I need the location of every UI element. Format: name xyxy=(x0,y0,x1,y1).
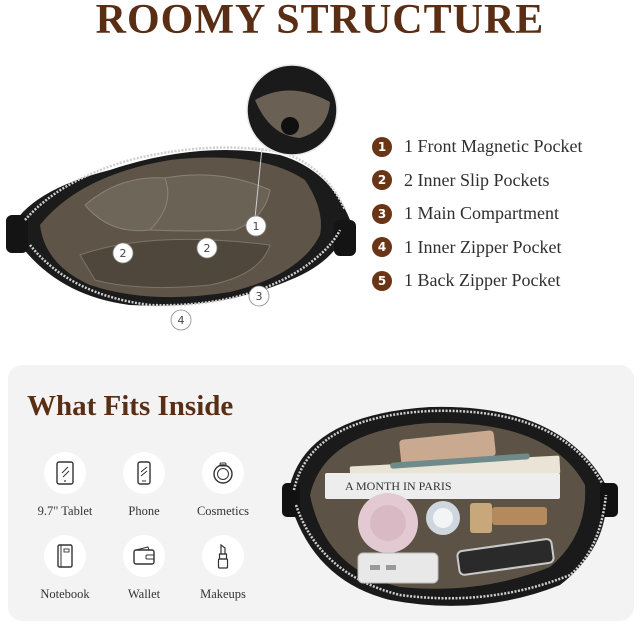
pen-item xyxy=(390,453,530,469)
number-badge: 5 xyxy=(372,270,392,291)
item-grid: 9.7" Tablet Phone Cosmetics xyxy=(24,452,274,602)
phone-icon xyxy=(137,461,151,485)
feature-item: 2 2 Inner Slip Pockets xyxy=(372,164,640,198)
item-icon-circle xyxy=(44,452,86,494)
callout-2b: 2 xyxy=(196,237,218,259)
number-badge: 1 xyxy=(372,136,392,157)
feature-label: 2 Inner Slip Pockets xyxy=(404,169,550,190)
svg-text:2: 2 xyxy=(204,242,211,255)
item-label: Notebook xyxy=(40,587,90,601)
phone-item xyxy=(456,538,555,576)
lipstick-icon xyxy=(217,543,229,569)
item-phone: Phone xyxy=(103,452,185,519)
what-fits-title: What Fits Inside xyxy=(27,390,234,422)
feature-label: 1 Main Compartment xyxy=(404,203,559,224)
book-title: A MONTH IN PARIS xyxy=(345,479,452,493)
compact-mirror-icon xyxy=(213,462,233,484)
callout-1: 1 xyxy=(245,215,267,237)
item-label: Cosmetics xyxy=(196,504,250,518)
svg-text:1: 1 xyxy=(253,220,260,233)
item-label: Phone xyxy=(128,504,160,518)
wallet-icon xyxy=(133,546,155,565)
callout-3: 3 xyxy=(248,285,270,307)
bottom-zipper xyxy=(294,494,608,600)
bag-interior-illustration: 1 2 2 3 4 5 xyxy=(6,64,356,331)
bag-contents-illustration: A MONTH IN PARIS xyxy=(282,406,618,606)
callout-4: 4 xyxy=(170,309,192,331)
feature-label: 1 Inner Zipper Pocket xyxy=(404,236,562,257)
feature-label: 1 Front Magnetic Pocket xyxy=(404,136,583,157)
number-badge: 3 xyxy=(372,203,392,224)
feature-list: 1 1 Front Magnetic Pocket 2 2 Inner Slip… xyxy=(372,130,640,298)
item-makeups: Makeups xyxy=(182,535,264,602)
headline: ROOMY STRUCTURE xyxy=(95,0,545,43)
item-label: 9.7" Tablet xyxy=(37,504,93,518)
item-label: Wallet xyxy=(127,587,161,601)
book-item xyxy=(325,473,560,499)
number-badge: 2 xyxy=(372,170,392,191)
item-icon-circle xyxy=(123,535,165,577)
svg-text:2: 2 xyxy=(120,247,127,260)
bag-strap-left xyxy=(282,483,300,517)
svg-text:4: 4 xyxy=(178,314,185,327)
item-icon-circle xyxy=(44,535,86,577)
slip-pocket-right xyxy=(148,174,271,232)
feature-label: 1 Back Zipper Pocket xyxy=(404,270,561,291)
svg-text:3: 3 xyxy=(256,290,263,303)
item-tablet: 9.7" Tablet xyxy=(24,452,106,519)
feature-item: 4 1 Inner Zipper Pocket xyxy=(372,231,640,265)
item-icon-circle xyxy=(202,535,244,577)
bottom-zipper xyxy=(29,229,342,307)
item-icon-circle xyxy=(123,452,165,494)
tablet-icon xyxy=(56,461,74,485)
power-bank-item xyxy=(357,552,439,584)
feature-item: 5 1 Back Zipper Pocket xyxy=(372,264,640,298)
item-wallet: Wallet xyxy=(103,535,185,602)
zoom-lining xyxy=(255,90,330,138)
notebook-icon xyxy=(57,544,73,568)
perfume-item xyxy=(470,503,492,533)
bag-strap-left xyxy=(6,215,28,253)
callout-2a: 2 xyxy=(112,242,134,264)
feature-item: 1 1 Front Magnetic Pocket xyxy=(372,130,640,164)
item-label: Makeups xyxy=(200,587,246,601)
item-notebook: Notebook xyxy=(24,535,106,602)
callout-leader xyxy=(254,147,263,219)
feature-item: 3 1 Main Compartment xyxy=(372,197,640,231)
item-icon-circle xyxy=(202,452,244,494)
bag-strap-right xyxy=(334,220,356,256)
wallet-item xyxy=(399,430,496,466)
magnet-snap xyxy=(281,117,299,135)
top-zipper xyxy=(24,146,347,221)
top-zipper xyxy=(292,409,604,491)
number-badge: 4 xyxy=(372,237,392,258)
item-cosmetics: Cosmetics xyxy=(182,452,264,519)
